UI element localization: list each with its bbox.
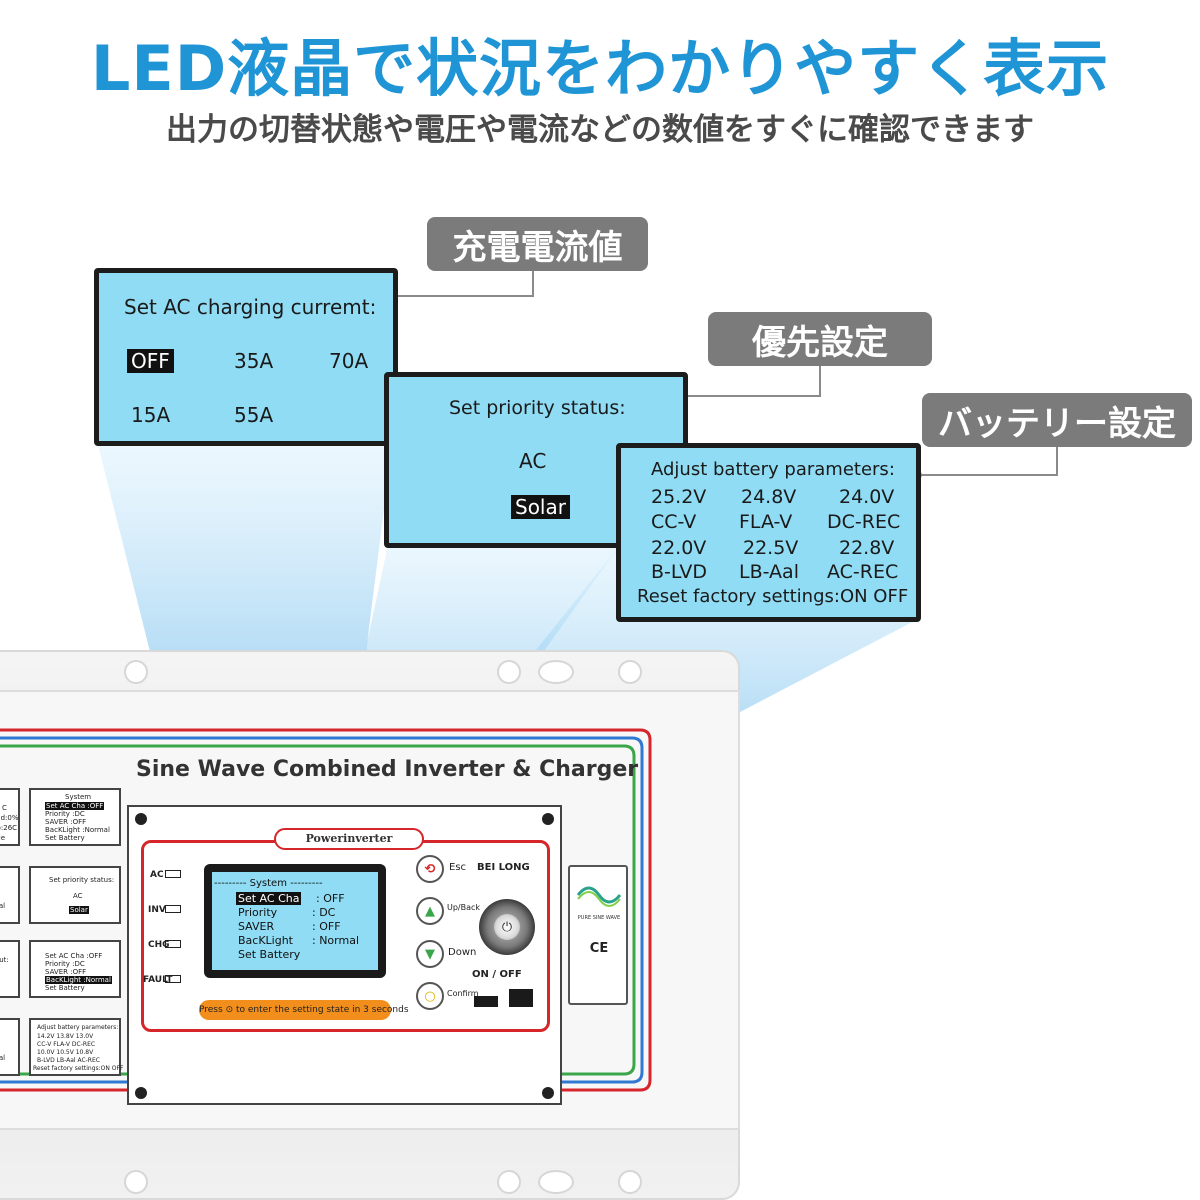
lcd-battery-value: 25.2V: [651, 486, 707, 508]
down-button[interactable]: ▼: [416, 940, 444, 968]
indicator-label: INV: [148, 905, 166, 915]
device-title: Sine Wave Combined Inverter & Charger: [136, 757, 639, 782]
maker-label: BEI LONG: [477, 862, 530, 873]
lcd-battery-value: 24.8V: [741, 486, 797, 508]
control-panel: Powerinverter AC INV CHG FAULT ---------…: [127, 805, 562, 1105]
sine-wave-label: PURE SINE WAVE: [577, 915, 621, 921]
mini-screen-partial: mal: [0, 866, 20, 924]
down-label: Down: [448, 947, 477, 958]
lcd-battery-label: DC-REC: [827, 511, 901, 533]
page-title: LED液晶で状況をわかりやすく表示: [90, 32, 1110, 105]
lcd-charging-title: Set AC charging curremt:: [124, 295, 377, 319]
mounting-hole: [497, 1170, 521, 1194]
page-subtitle: 出力の切替状態や電圧や電流などの数値をすぐに確認できます: [166, 112, 1034, 148]
press-note-b: to enter the setting state in 3 seconds: [235, 1005, 409, 1015]
device-lcd-header: --------- System ---------: [214, 878, 323, 889]
mini-screen-priority: Set priority status: AC Solar: [29, 866, 121, 924]
confirm-mini-icon: ⊙: [225, 1005, 234, 1015]
lcd-battery-value: 22.5V: [743, 537, 799, 559]
lcd-priority-option-solar: Solar: [511, 495, 570, 519]
mounting-hole: [124, 660, 148, 684]
lcd-charging-current: Set AC charging curremt: OFF 35A 70A 15A…: [94, 268, 398, 446]
device-lcd-row-key: BacKLight: [238, 934, 293, 947]
mounting-hole: [538, 660, 574, 684]
device-lcd-screen: --------- System --------- Set AC Cha : …: [212, 872, 378, 970]
tag-charging-current: 充電電流値: [427, 217, 648, 271]
device-lcd-row-key: SAVER: [238, 920, 275, 933]
lcd-battery-label: AC-REC: [827, 561, 899, 583]
lcd-battery-value: 24.0V: [839, 486, 895, 508]
mini-screen-battery: Adjust battery parameters: 14.2V 13.8V 1…: [29, 1018, 123, 1076]
device-lcd-row-val: : Normal: [312, 934, 360, 947]
mounting-hole: [124, 1170, 148, 1194]
mini-screen-system-backlight: Set AC Cha :OFF Priority :DC SAVER :OFF …: [29, 940, 121, 998]
indicator-led-inv: [165, 905, 181, 913]
lcd-battery-label: FLA-V: [739, 511, 793, 533]
sine-wave-icon: [576, 886, 622, 907]
certification-sticker: PURE SINE WAVE CE: [568, 865, 628, 1005]
mini-screen-system: System Set AC Cha :OFF Priority :DC SAVE…: [29, 788, 121, 846]
mounting-hole: [618, 1170, 642, 1194]
switch-label: ON / OFF: [472, 969, 522, 980]
ce-mark: CE: [589, 941, 609, 956]
panel-screw: [542, 813, 554, 825]
panel-screw: [542, 1087, 554, 1099]
lcd-priority-title: Set priority status:: [449, 397, 626, 419]
lcd-charging-option-70a: 70A: [329, 349, 369, 373]
mini-screen-status: C oad:0% np:26C ode: [0, 788, 20, 846]
brand-label: Powerinverter: [274, 828, 424, 850]
lcd-battery-reset: Reset factory settings:ON OFF: [637, 586, 909, 607]
mounting-hole: [497, 660, 521, 684]
power-icon: ⏻: [494, 914, 520, 940]
on-switch[interactable]: [509, 989, 533, 1007]
lcd-battery-title: Adjust battery parameters:: [651, 459, 895, 480]
lcd-priority: Set priority status: AC Solar: [384, 372, 688, 548]
indicator-led-fault: [165, 975, 181, 983]
up-button[interactable]: ▲: [416, 897, 444, 925]
lcd-charging-option-off: OFF: [127, 349, 174, 373]
device-lcd-row-val: : OFF: [316, 892, 345, 905]
panel-screw: [135, 813, 147, 825]
lcd-battery-label: LB-Aal: [739, 561, 799, 583]
device-lcd-row-key: Set Battery: [238, 948, 301, 961]
esc-label: Esc: [449, 862, 467, 873]
lcd-charging-option-35a: 35A: [234, 349, 274, 373]
lcd-battery-label: CC-V: [651, 511, 697, 533]
lcd-battery: Adjust battery parameters: 25.2V 24.8V 2…: [616, 443, 921, 622]
lcd-charging-option-15a: 15A: [131, 403, 171, 427]
off-switch[interactable]: [474, 996, 498, 1007]
indicator-label: AC: [150, 870, 164, 880]
up-label: Up/Back: [447, 903, 481, 912]
device-lcd-row-key: Priority: [238, 906, 278, 919]
esc-button[interactable]: ⟲: [416, 855, 444, 883]
indicator-led-ac: [165, 870, 181, 878]
mounting-hole: [618, 660, 642, 684]
inverter-device: Sine Wave Combined Inverter & Charger C …: [0, 650, 1200, 1200]
confirm-label: Confirm: [447, 989, 479, 998]
lcd-priority-option-ac: AC: [519, 449, 547, 473]
device-lcd: --------- System --------- Set AC Cha : …: [204, 864, 386, 978]
indicator-led-chg: [165, 940, 181, 948]
lcd-battery-value: 22.0V: [651, 537, 707, 559]
tag-priority: 優先設定: [708, 312, 932, 366]
press-note: Press ⊙ to enter the setting state in 3 …: [199, 1000, 409, 1020]
mini-screen-partial: mal: [0, 1018, 20, 1076]
lcd-battery-value: 22.8V: [839, 537, 895, 559]
device-lcd-row-key: Set AC Cha: [236, 892, 302, 905]
tag-battery: バッテリー設定: [922, 393, 1192, 447]
device-lcd-row-val: : OFF: [312, 920, 341, 933]
power-button[interactable]: ⏻: [479, 899, 535, 955]
panel-screw: [135, 1087, 147, 1099]
device-lcd-row-val: : DC: [312, 906, 336, 919]
lcd-battery-label: B-LVD: [651, 561, 708, 583]
confirm-button[interactable]: ○: [416, 982, 444, 1010]
mini-screen-partial: tput:: [0, 940, 20, 998]
indicator-label: CHG: [148, 940, 170, 950]
indicator-label: FAULT: [143, 975, 173, 985]
mounting-hole: [538, 1170, 574, 1194]
press-note-a: Press: [199, 1005, 223, 1015]
lcd-charging-option-55a: 55A: [234, 403, 274, 427]
